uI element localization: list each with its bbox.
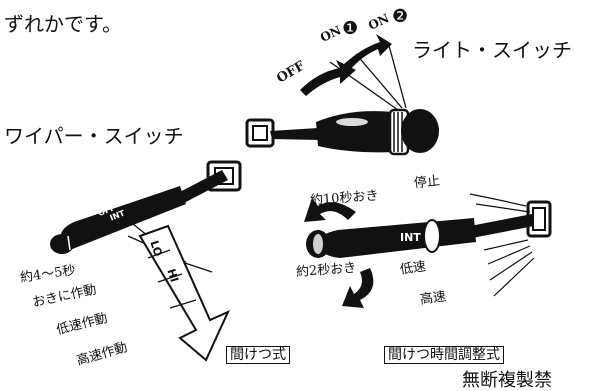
wiper-switch-title: ワイパー・スイッチ	[4, 124, 184, 148]
intro-text: ずれかです。	[4, 12, 122, 36]
light-on1-mark: ❶	[342, 18, 359, 39]
switch-illustration	[50, 34, 552, 362]
light-switch-title: ライト・スイッチ	[412, 38, 572, 62]
adjustable-pos-stop: 停止	[413, 173, 441, 192]
light-switch-lever	[245, 34, 439, 156]
light-on2-mark: ❷	[392, 6, 409, 27]
adjustable-pos-low: 低速	[399, 259, 427, 278]
adjustable-pos-2s: 約2秒おき	[295, 260, 357, 281]
intermittent-caption: 間けつ式	[226, 346, 290, 364]
adjustable-pos-high: 高速	[419, 289, 447, 308]
wiper-lever-intermittent	[50, 160, 242, 362]
adjustable-caption: 間けつ時間調整式	[384, 346, 504, 364]
adjustable-knob-label: INT	[400, 231, 421, 244]
wiper-lever-adjustable	[304, 193, 552, 308]
footer-partial-text: 無断複製禁	[462, 370, 552, 391]
